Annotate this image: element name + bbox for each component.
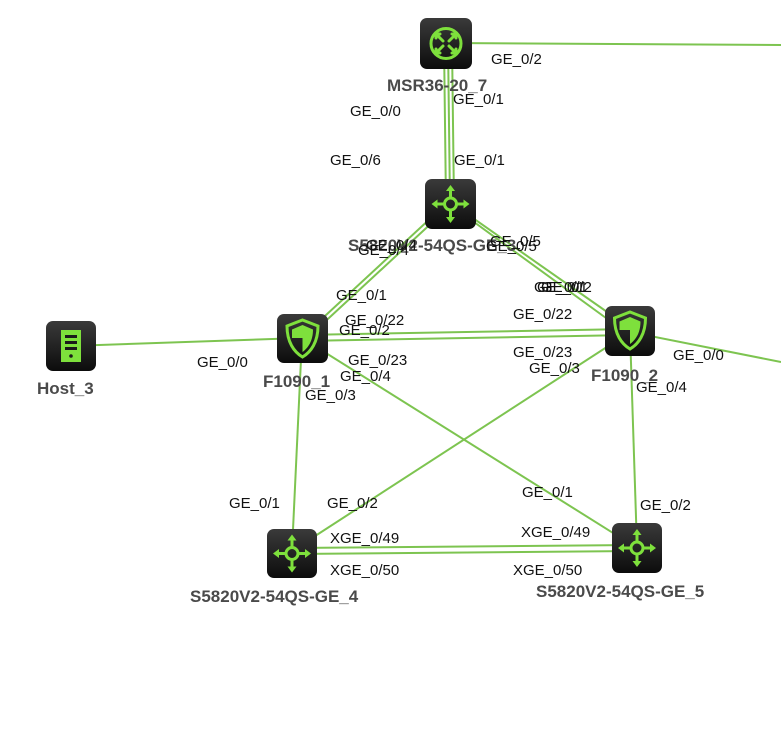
port-label: GE_0/5 bbox=[490, 233, 541, 250]
port-label: XGE_0/49 bbox=[330, 530, 399, 547]
port-label: GE_0/4 bbox=[366, 237, 417, 254]
router-arrows-icon bbox=[429, 27, 463, 60]
port-label: GE_0/0 bbox=[197, 354, 248, 371]
shield-icon bbox=[612, 310, 648, 351]
device-label-f1090-1: F1090_1 bbox=[263, 372, 330, 391]
link-msr-s3-b[interactable] bbox=[447, 42, 451, 205]
port-label: GE_0/1 bbox=[522, 484, 573, 501]
link-msr-s3-c[interactable] bbox=[451, 42, 455, 205]
link-s4-s5-b[interactable] bbox=[291, 550, 638, 555]
port-label: GE_0/4 bbox=[358, 242, 409, 259]
link-s3-f2-b[interactable] bbox=[451, 205, 629, 335]
device-label-s5820v2-54qs-ge-4: S5820V2-54QS-GE_4 bbox=[190, 587, 359, 606]
port-label: GE_0/3 bbox=[305, 387, 356, 404]
server-tower-icon bbox=[61, 330, 81, 362]
device-msr36-20-7[interactable]: MSR36-20_7 bbox=[387, 18, 487, 95]
port-label: GE_0/1 bbox=[537, 279, 588, 296]
shield-icon bbox=[285, 318, 320, 359]
port-label: GE_0/1 bbox=[454, 152, 505, 169]
port-label: GE_0/4 bbox=[340, 368, 391, 385]
port-label: GE_0/1 bbox=[534, 279, 585, 296]
port-labels: GE_0/2 GE_0/1 GE_0/0 GE_0/6 GE_0/1 GE_0/… bbox=[197, 51, 724, 579]
l3-switch-icon[interactable] bbox=[425, 179, 476, 229]
port-label: GE_0/23 bbox=[513, 344, 572, 361]
port-label: XGE_0/50 bbox=[513, 562, 582, 579]
port-label: GE_0/4 bbox=[636, 379, 687, 396]
port-label: GE_0/1 bbox=[453, 91, 504, 108]
device-f1090-1[interactable]: F1090_1 bbox=[263, 314, 330, 391]
device-label-host-3: Host_3 bbox=[37, 379, 94, 398]
link-f1-s4[interactable] bbox=[291, 337, 303, 552]
port-label: GE_0/0 bbox=[350, 103, 401, 120]
switch-arrows-icon bbox=[618, 529, 656, 567]
link-f1-f2-a[interactable] bbox=[301, 328, 631, 336]
device-label-msr36-20-7: MSR36-20_7 bbox=[387, 76, 487, 95]
switch-arrows-icon bbox=[431, 185, 470, 223]
port-label: GE_0/0 bbox=[673, 347, 724, 364]
port-label: GE_0/5 bbox=[486, 238, 537, 255]
port-label: GE_0/2 bbox=[640, 497, 691, 514]
port-label: GE_0/2 bbox=[327, 495, 378, 512]
device-s5820v2-54qs-ge-5[interactable]: S5820V2-54QS-GE_5 bbox=[536, 523, 704, 601]
link-s4-s5-a[interactable] bbox=[291, 544, 638, 549]
port-label: GE_0/2 bbox=[339, 322, 390, 339]
device-label-s5820v2-54qs-ge-3: S5820V2-54QS-GE_3 bbox=[348, 236, 516, 255]
l3-switch-icon[interactable] bbox=[267, 529, 317, 578]
link-f2-external[interactable] bbox=[629, 331, 781, 363]
port-label: GE_0/6 bbox=[330, 152, 381, 169]
device-label-s5820v2-54qs-ge-5: S5820V2-54QS-GE_5 bbox=[536, 582, 704, 601]
port-label: XGE_0/50 bbox=[330, 562, 399, 579]
link-f1-f2-b[interactable] bbox=[301, 334, 631, 342]
l3-switch-icon[interactable] bbox=[612, 523, 662, 573]
port-label: XGE_0/49 bbox=[521, 524, 590, 541]
links bbox=[69, 42, 781, 555]
link-s3-f2-a[interactable] bbox=[449, 201, 631, 329]
link-f2-s4[interactable] bbox=[291, 331, 631, 552]
link-f1-s5[interactable] bbox=[301, 337, 638, 549]
device-s5820v2-54qs-ge-3[interactable]: S5820V2-54QS-GE_3 bbox=[348, 179, 516, 255]
port-label: GE_0/22 bbox=[513, 306, 572, 323]
port-label: GE_0/2 bbox=[541, 279, 592, 296]
link-msr-external[interactable] bbox=[445, 42, 781, 46]
device-label-f1090-2: F1090_2 bbox=[591, 366, 658, 385]
device-f1090-2[interactable]: F1090_2 bbox=[591, 306, 658, 385]
port-label: GE_0/1 bbox=[229, 495, 280, 512]
port-label: GE_0/23 bbox=[348, 352, 407, 369]
router-icon[interactable] bbox=[420, 18, 472, 69]
link-host-f1[interactable] bbox=[69, 337, 303, 347]
port-label: GE_0/1 bbox=[336, 287, 387, 304]
port-label: GE_0/3 bbox=[529, 360, 580, 377]
link-msr-s3-a[interactable] bbox=[443, 42, 447, 205]
device-host-3[interactable]: Host_3 bbox=[37, 321, 96, 398]
port-label: GE_0/22 bbox=[345, 312, 404, 329]
switch-arrows-icon bbox=[273, 534, 311, 573]
link-f2-s5[interactable] bbox=[629, 331, 638, 549]
device-s5820v2-54qs-ge-4[interactable]: S5820V2-54QS-GE_4 bbox=[190, 529, 359, 606]
port-label: GE_0/2 bbox=[491, 51, 542, 68]
